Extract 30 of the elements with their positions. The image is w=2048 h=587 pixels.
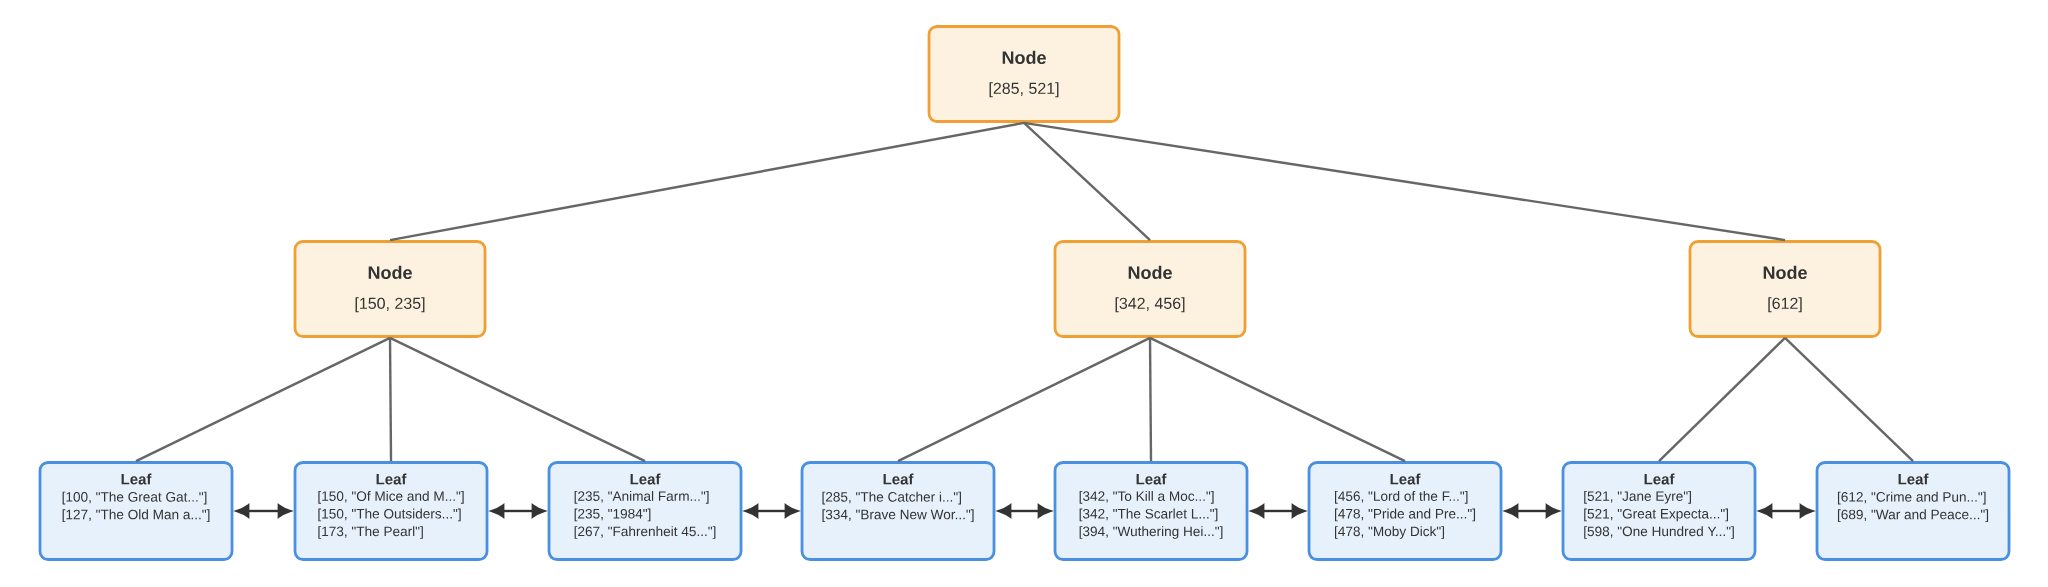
connector-line: [1149, 336, 1406, 463]
double-arrow: [491, 504, 546, 518]
leaf-box: Leaf [342, "To Kill a Moc..."] [342, "The Scarlet L..."] [394, "Wuthering Hei..."]: [1053, 461, 1249, 561]
leaf-box: Leaf [235, "Animal Farm..."] [235, "1984"] [267, "Fahrenheit 45..."]: [547, 461, 743, 561]
node-box: Node [150, 235]: [293, 240, 487, 338]
connector-line: [1658, 337, 1786, 462]
node-box: Node [342, 456]: [1053, 240, 1247, 338]
double-arrow: [745, 504, 799, 518]
connector-line: [135, 336, 391, 463]
node-box: Node [285, 521]: [927, 25, 1121, 123]
connector-line: [1784, 337, 1914, 462]
connector-line: [1148, 337, 1153, 462]
connector-line: [389, 121, 1025, 242]
leaf-box: Leaf [150, "Of Mice and M..."] [150, "The Outsiders..."] [173, "The Pearl"]: [293, 461, 489, 561]
leaf-box: Leaf [100, "The Great Gat..."] [127, "The Old Man a..."]: [38, 461, 234, 561]
connector-line: [389, 336, 646, 463]
leaf-box: Leaf [521, "Jane Eyre"] [521, "Great Expecta..."] [598, "One Hundred Y..."]: [1561, 461, 1757, 561]
double-arrow: [1251, 504, 1305, 518]
connector-line: [897, 336, 1151, 463]
connector-line: [1023, 122, 1151, 241]
node-box: Node [612]: [1688, 240, 1882, 338]
connector-line: [388, 337, 393, 462]
leaf-box: Leaf [456, "Lord of the F..."] [478, "Pride and Pre..."] [478, "Moby Dick"]: [1307, 461, 1503, 561]
connector-line: [1023, 121, 1786, 242]
leaf-box: Leaf [612, "Crime and Pun..."] [689, "War and Peace..."]: [1815, 461, 2011, 561]
double-arrow: [998, 504, 1051, 518]
double-arrow: [236, 504, 291, 518]
double-arrow: [1505, 504, 1559, 518]
leaf-box: Leaf [285, "The Catcher i..."] [334, "Brave New Wor..."]: [800, 461, 996, 561]
double-arrow: [1759, 504, 1813, 518]
